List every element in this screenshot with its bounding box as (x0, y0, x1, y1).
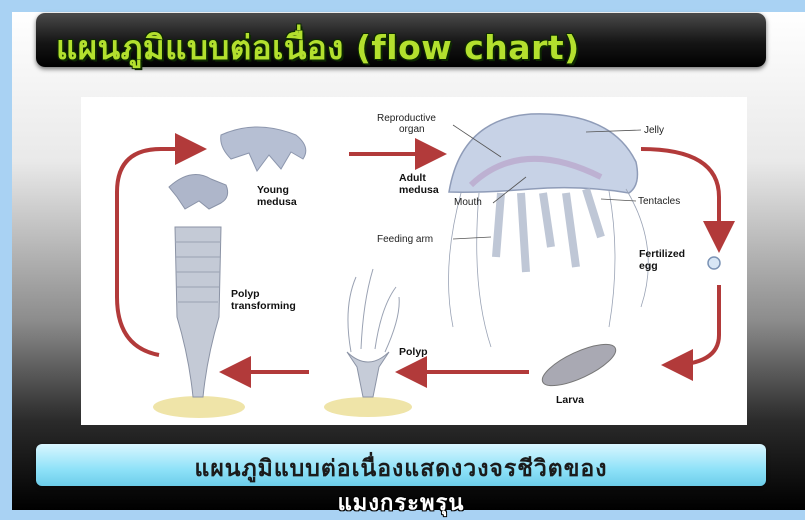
label-polyp-transforming: Polyptransforming (231, 288, 296, 312)
polyp-transforming-illustration (153, 227, 245, 418)
label-larva: Larva (556, 394, 584, 406)
larva-illustration (537, 336, 620, 393)
arrow-egg-to-larva (669, 285, 719, 365)
label-polyp: Polyp (399, 346, 428, 358)
label-reproductive-organ: Reproductiveorgan (377, 113, 436, 135)
caption-line-2: แมงกระพรุน (36, 485, 766, 520)
adult-medusa-illustration (449, 114, 649, 347)
diagram-svg: Reproductiveorgan Jelly Mouth Tentacles … (81, 97, 747, 425)
polyp-illustration (324, 269, 412, 417)
slide-title: แผนภูมิแบบต่อเนื่อง (flow chart) (56, 21, 756, 74)
label-adult-medusa: Adultmedusa (399, 172, 439, 196)
life-cycle-diagram: Reproductiveorgan Jelly Mouth Tentacles … (81, 97, 747, 425)
label-young-medusa: Youngmedusa (257, 184, 297, 208)
fertilized-egg-illustration (708, 257, 720, 269)
label-fertilized-egg: Fertilizedegg (639, 248, 685, 272)
label-feeding-arm: Feeding arm (377, 234, 433, 245)
caption-line-1: แผนภูมิแบบต่อเนื่องแสดงวงจรชีวิตของ (36, 451, 766, 487)
label-jelly: Jelly (644, 125, 664, 136)
label-tentacles: Tentacles (638, 196, 680, 207)
label-mouth: Mouth (454, 197, 482, 208)
